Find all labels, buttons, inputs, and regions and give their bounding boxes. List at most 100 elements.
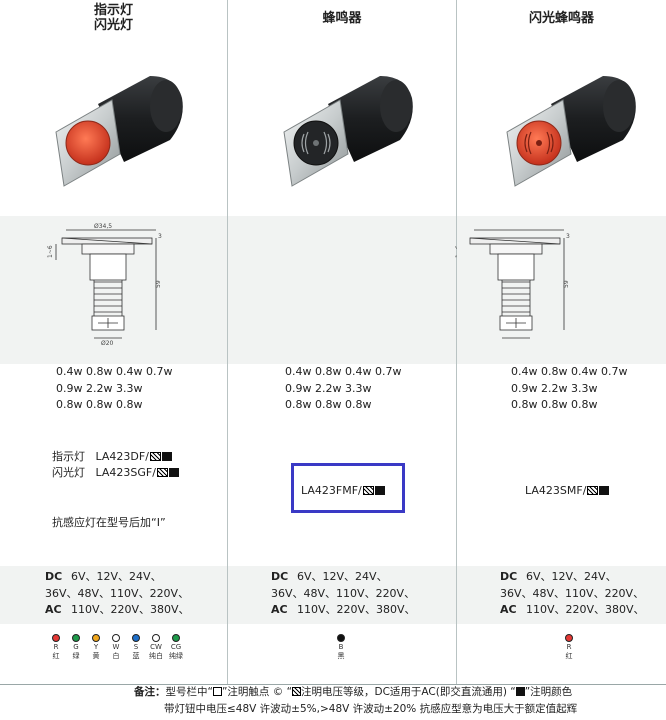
header-flash-buzzer: 闪光蜂鸣器 <box>528 10 594 26</box>
selection-highlight <box>291 463 405 513</box>
power-row: 0.4w 0.8w 0.4w 0.7w 0.9w 2.2w 3.3w 0.8w … <box>0 364 666 416</box>
height-label: 59 <box>563 280 570 288</box>
color-name: 绿 <box>72 652 80 660</box>
diameter-bottom-label: Ø20 <box>101 340 114 347</box>
color-name: 纯白 <box>149 652 163 660</box>
photo-row <box>0 36 666 216</box>
color-name: 黄 <box>92 652 100 660</box>
drawing-row: Ø34,5 Ø20 59 1~6 3 <box>0 216 666 364</box>
voltage-values: 36V、48V、110V、220V、 <box>45 586 190 600</box>
voltage-hatch-icon <box>156 468 168 477</box>
voltage-hatch-icon <box>292 687 302 696</box>
color-dot-icon <box>52 634 60 642</box>
color-name: 红 <box>52 652 60 660</box>
model-buzzer: LA423FMF/ <box>228 416 457 566</box>
color-option: B 黑 <box>331 634 351 661</box>
drawing-buzzer: Ø34,5 Ø20 1~6 <box>228 216 565 364</box>
model-flash-buzzer-code: LA423SMF/ <box>525 484 610 497</box>
voltage-hatch-icon <box>587 486 599 495</box>
spec-table: 指示灯 闪光灯 蜂鸣器 闪光蜂鸣器 <box>0 0 666 685</box>
drawing-flash-buzzer: 59 3 <box>457 216 666 364</box>
dc-label: DC <box>500 570 518 583</box>
model-indicator: 指示灯 LA423DF/ <box>52 448 172 464</box>
color-name: 纯绿 <box>169 652 183 660</box>
color-name: 蓝 <box>132 652 140 660</box>
anti-induction-note: 抗感应灯在型号后加“I” <box>52 516 166 529</box>
color-dot-icon <box>172 634 180 642</box>
power-line: 0.9w 2.2w 3.3w <box>285 381 372 395</box>
height-label: 59 <box>155 280 162 288</box>
remark-line-1: 备注：型号栏中“”注明触点 © “注明电压等级，DC适用于AC(即交直流通用) … <box>134 686 573 698</box>
color-dot-icon <box>92 634 100 642</box>
diameter-top-label: Ø34,5 <box>94 223 112 230</box>
model-buzzer-code: LA423FMF/ <box>301 484 385 497</box>
remarks: 备注：型号栏中“”注明触点 © “注明电压等级，DC适用于AC(即交直流通用) … <box>0 684 666 720</box>
power-line: 0.8w 0.8w 0.8w <box>511 398 598 411</box>
divider <box>0 684 666 685</box>
dc-label: DC <box>271 570 289 583</box>
color-dot-icon <box>132 634 140 642</box>
color-dot-icon <box>337 634 345 642</box>
side-label: 1~6 <box>47 245 54 258</box>
dc-label: DC <box>45 570 63 583</box>
photo-buzzer <box>228 36 457 216</box>
power-line: 0.4w 0.8w 0.4w 0.7w <box>285 365 402 378</box>
voltage-hatch-icon <box>362 486 374 495</box>
color-dot-icon <box>565 634 573 642</box>
flange-label: 3 <box>158 233 162 240</box>
color-code: CG <box>170 643 182 651</box>
drawing-indicator-lamp: Ø34,5 Ø20 59 1~6 3 <box>0 216 228 364</box>
power-line: 0.8w 0.8w 0.8w <box>56 398 143 411</box>
voltage-hatch-icon <box>149 452 161 461</box>
color-code: CW <box>150 643 162 651</box>
photo-indicator-lamp <box>0 36 228 216</box>
color-square-icon <box>161 452 172 461</box>
colors-buzzer: B 黑 <box>228 624 457 684</box>
power-line: 0.4w 0.8w 0.4w 0.7w <box>511 365 628 378</box>
color-code: Y <box>93 643 99 651</box>
color-code: W <box>112 643 120 651</box>
photo-flash-buzzer <box>457 36 666 216</box>
power-line: 0.9w 2.2w 3.3w <box>56 381 143 395</box>
ac-label: AC <box>271 603 288 616</box>
power-line: 0.8w 0.8w 0.8w <box>285 398 372 411</box>
remark-line-2: 带灯钮中电压≤48V 许波动±5%,>48V 许波动±20% 抗感应型意为电压大… <box>164 703 578 715</box>
color-name: 白 <box>112 652 120 660</box>
color-square-icon <box>599 486 610 495</box>
flange-label: 3 <box>566 233 570 240</box>
color-dot-icon <box>112 634 120 642</box>
ac-label: AC <box>45 603 62 616</box>
color-dot-icon <box>72 634 80 642</box>
contact-box-icon <box>212 687 222 696</box>
color-code: G <box>73 643 79 651</box>
color-code: S <box>133 643 139 651</box>
color-option: R 红 <box>559 634 579 661</box>
color-square-icon <box>374 486 385 495</box>
colors-flash-buzzer: R 红 <box>457 624 666 684</box>
ac-label: AC <box>500 603 517 616</box>
power-flash-buzzer: 0.4w 0.8w 0.4w 0.7w 0.9w 2.2w 3.3w 0.8w … <box>457 364 666 416</box>
header-row: 指示灯 闪光灯 蜂鸣器 闪光蜂鸣器 <box>0 0 666 36</box>
voltage-values: 36V、48V、110V、220V、 <box>271 586 416 600</box>
power-indicator-lamp: 0.4w 0.8w 0.4w 0.7w 0.9w 2.2w 3.3w 0.8w … <box>0 364 228 416</box>
power-buzzer: 0.4w 0.8w 0.4w 0.7w 0.9w 2.2w 3.3w 0.8w … <box>228 364 457 416</box>
color-code: R <box>53 643 59 651</box>
model-flash-buzzer: LA423SMF/ <box>457 416 666 566</box>
header-indicator-lamp: 指示灯 闪光灯 <box>0 0 228 36</box>
power-line: 0.4w 0.8w 0.4w 0.7w <box>56 365 173 378</box>
model-flash: 闪光灯 LA423SGF/ <box>52 464 179 480</box>
